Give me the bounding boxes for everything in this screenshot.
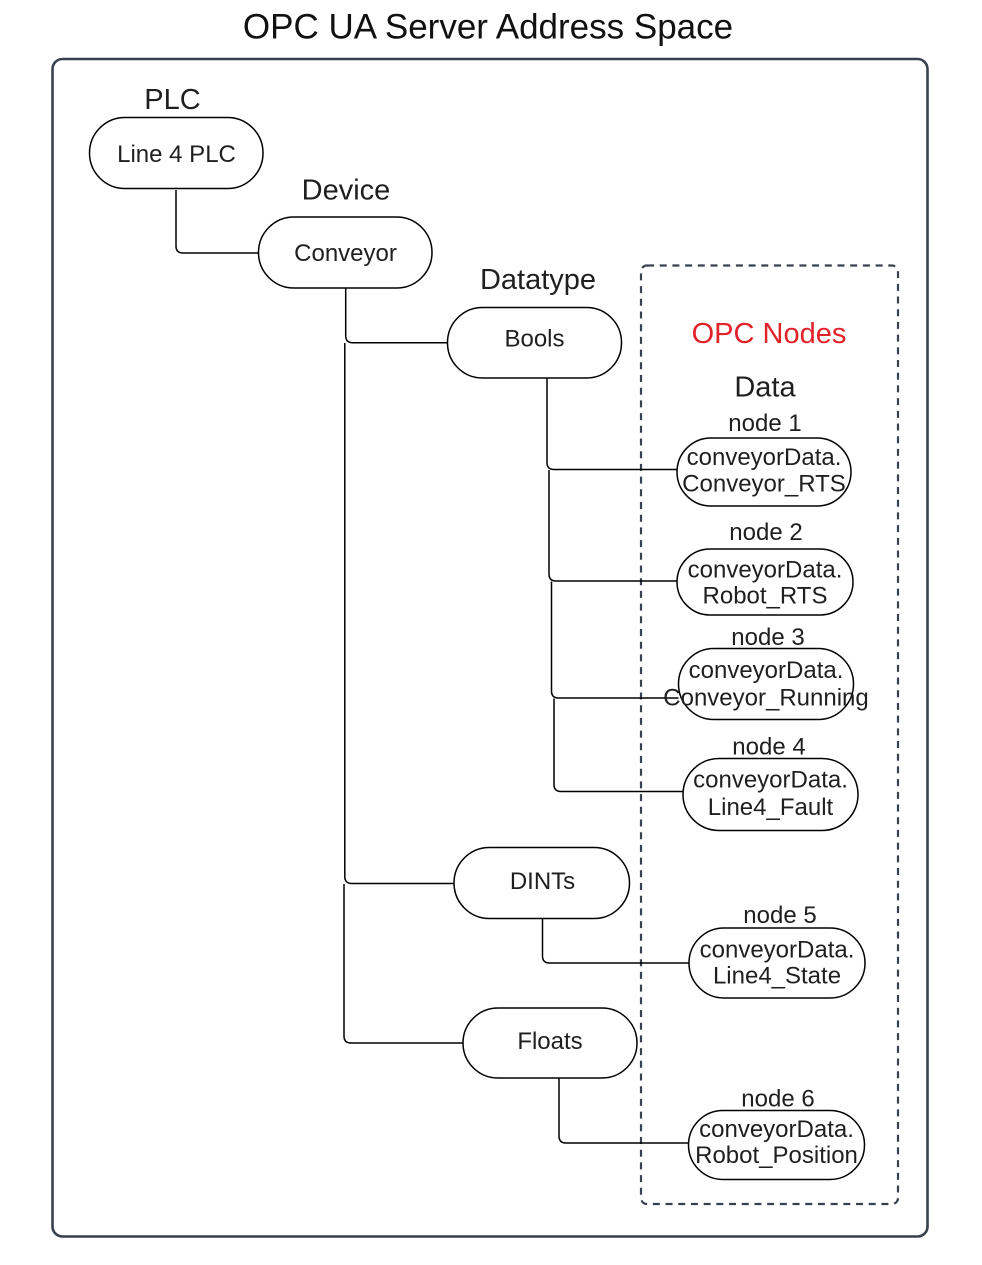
svg-text:Robot_RTS: Robot_RTS bbox=[703, 583, 828, 610]
svg-text:OPC Nodes: OPC Nodes bbox=[692, 318, 847, 350]
svg-text:Line4_Fault: Line4_Fault bbox=[708, 794, 834, 821]
svg-text:OPC UA Server Address Space: OPC UA Server Address Space bbox=[243, 8, 733, 47]
svg-text:Device: Device bbox=[302, 175, 391, 207]
svg-text:DINTs: DINTs bbox=[510, 868, 575, 895]
svg-text:node 3: node 3 bbox=[731, 624, 804, 651]
svg-text:Datatype: Datatype bbox=[480, 264, 596, 296]
svg-text:node 6: node 6 bbox=[741, 1086, 814, 1113]
svg-text:Conveyor: Conveyor bbox=[294, 240, 397, 267]
svg-text:conveyorData.: conveyorData. bbox=[699, 1116, 854, 1143]
svg-text:node 4: node 4 bbox=[732, 734, 805, 761]
svg-text:Robot_Position: Robot_Position bbox=[695, 1142, 858, 1169]
svg-text:conveyorData.: conveyorData. bbox=[687, 444, 842, 471]
svg-text:conveyorData.: conveyorData. bbox=[689, 657, 844, 684]
svg-text:conveyorData.: conveyorData. bbox=[688, 557, 843, 584]
svg-text:conveyorData.: conveyorData. bbox=[700, 937, 855, 964]
svg-text:Conveyor_Running: Conveyor_Running bbox=[663, 685, 868, 712]
svg-text:node 2: node 2 bbox=[729, 519, 802, 546]
svg-text:Line 4 PLC: Line 4 PLC bbox=[117, 141, 236, 168]
svg-text:node 1: node 1 bbox=[728, 410, 801, 437]
svg-text:Line4_State: Line4_State bbox=[713, 963, 841, 990]
svg-text:Floats: Floats bbox=[517, 1028, 582, 1055]
svg-text:Bools: Bools bbox=[504, 326, 564, 353]
svg-text:conveyorData.: conveyorData. bbox=[693, 767, 848, 794]
svg-text:Data: Data bbox=[734, 372, 796, 404]
svg-text:PLC: PLC bbox=[144, 84, 200, 116]
svg-text:Conveyor_RTS: Conveyor_RTS bbox=[682, 471, 846, 498]
svg-text:node 5: node 5 bbox=[743, 902, 816, 929]
